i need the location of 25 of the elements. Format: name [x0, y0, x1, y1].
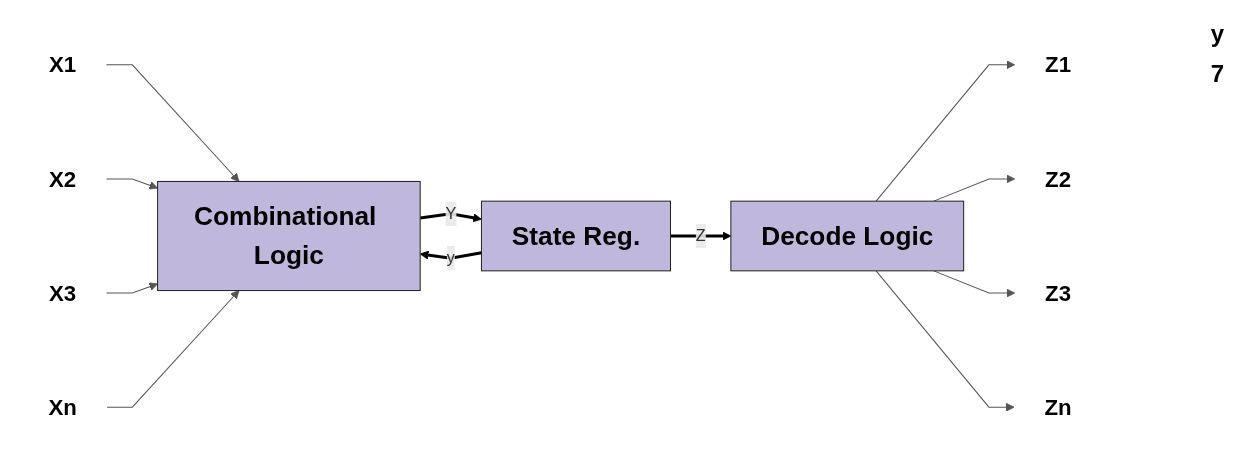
node-box: State Reg. [480, 200, 671, 272]
arrow [933, 174, 1016, 202]
edge-label: y [446, 249, 455, 267]
edge-label: Z [695, 226, 706, 245]
arrow [933, 270, 1016, 298]
arrow [420, 212, 482, 223]
edge-label: Y [445, 204, 457, 222]
note-text: 7 [1210, 60, 1224, 88]
arrow [875, 60, 1016, 202]
node-text: Z2 [1045, 166, 1072, 192]
note-text: y [1210, 20, 1224, 48]
node-text: Z3 [1045, 280, 1072, 306]
node-text: Xn [48, 394, 77, 420]
arrow [105, 178, 158, 190]
arrow [875, 270, 1015, 412]
node-text: X3 [48, 280, 77, 306]
arrow [105, 64, 240, 182]
node-text: Zn [1044, 394, 1072, 420]
node-text: X1 [48, 52, 77, 78]
node-box: Decode Logic [730, 200, 965, 272]
node-text: Z1 [1045, 52, 1072, 78]
node-text: X2 [48, 166, 77, 192]
arrow [106, 290, 240, 408]
arrow [105, 282, 158, 294]
node-box: Combinational Logic [157, 180, 421, 292]
